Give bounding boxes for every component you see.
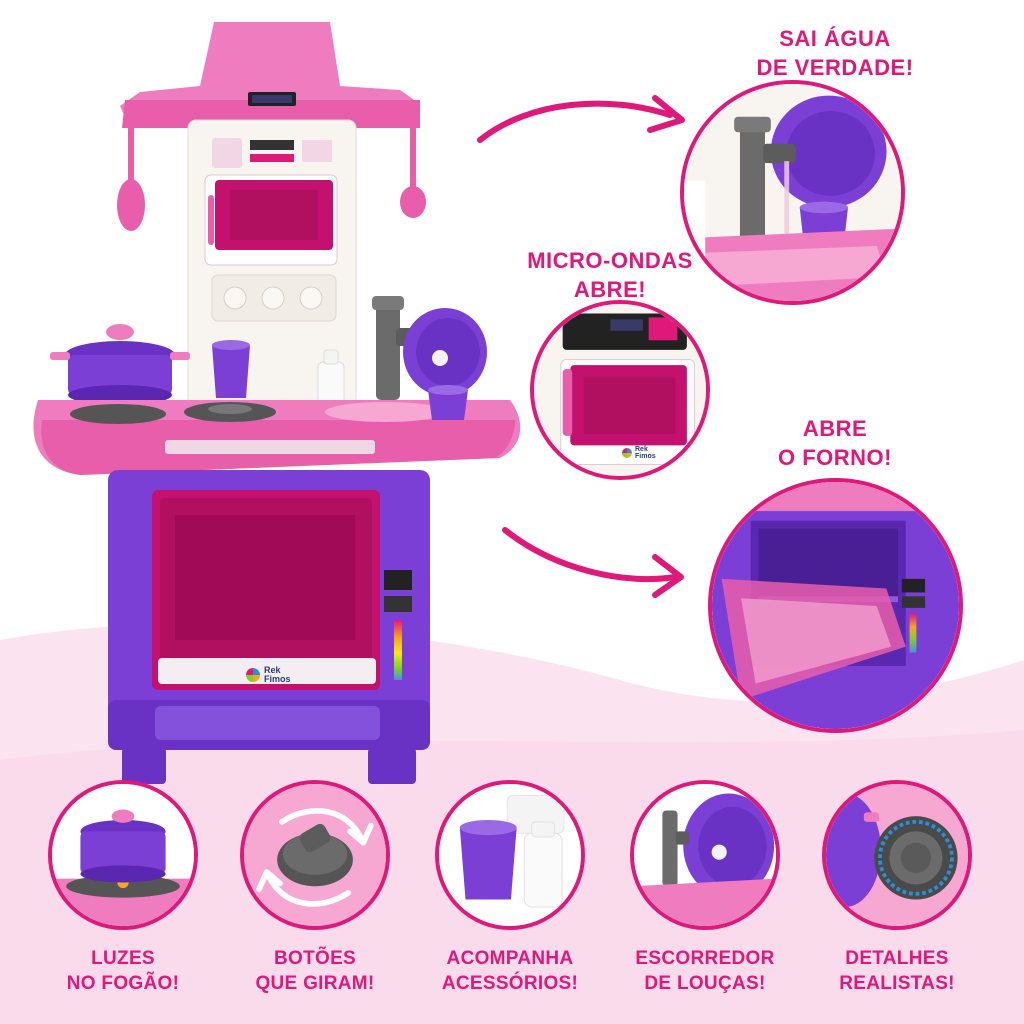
caption-line1: ACOMPANHA xyxy=(446,948,574,969)
callout-microwave-line1: MICRO-ONDAS xyxy=(527,248,693,273)
zoom-microwave xyxy=(530,300,710,480)
callout-microwave: MICRO-ONDAS ABRE! xyxy=(500,246,720,304)
hanging-utensils xyxy=(117,120,426,231)
callout-water: SAI ÁGUA DE VERDADE! xyxy=(705,24,965,82)
curved-arrow-icon xyxy=(477,95,685,143)
callout-oven-line1: ABRE xyxy=(802,416,868,441)
caption-line1: BOTÕES xyxy=(273,948,357,969)
brand-line1: Rek xyxy=(264,665,281,675)
purple-cup xyxy=(212,340,250,398)
white-bottle xyxy=(317,349,345,405)
caption-stove-lights: LUZES NO FOGÃO! xyxy=(43,946,203,996)
zoom-rotating-knob xyxy=(240,780,390,930)
zoom-water-faucet xyxy=(680,80,905,305)
callout-oven: ABRE O FORNO! xyxy=(745,414,925,472)
zoom-stove-lights xyxy=(48,780,198,930)
zoom-accessories xyxy=(435,780,585,930)
callout-microwave-line2: ABRE! xyxy=(573,277,647,302)
brand-line2: Fimos xyxy=(264,674,291,684)
caption-dish-rack: ESCORREDOR DE LOUÇAS! xyxy=(625,946,785,996)
caption-line2: REALISTAS! xyxy=(839,973,955,994)
caption-line1: DETALHES xyxy=(845,948,949,969)
curved-arrow-icon xyxy=(502,527,684,598)
dish-plate xyxy=(403,308,487,396)
zoom-open-oven xyxy=(708,478,963,733)
kitchen-hood xyxy=(120,22,420,128)
caption-realistic-details: DETALHES REALISTAS! xyxy=(817,946,977,996)
callout-water-line1: SAI ÁGUA xyxy=(779,26,891,51)
rotate-arrows-icon xyxy=(279,807,366,844)
brand-mark-icon xyxy=(622,448,632,458)
toy-kitchen xyxy=(33,22,521,784)
caption-rotating-knobs: BOTÕES QUE GIRAM! xyxy=(235,946,395,996)
zoom-microwave-brand: Rek Fimos xyxy=(622,446,656,460)
counter-top xyxy=(33,385,521,475)
caption-line2: DE LOUÇAS! xyxy=(644,973,766,994)
zoom-dish-rack xyxy=(630,780,780,930)
caption-line1: LUZES xyxy=(91,948,155,969)
kitchen-tower xyxy=(187,119,357,411)
brand-logo: Rek Fimos xyxy=(246,666,291,684)
caption-line1: ESCORREDOR xyxy=(635,948,775,969)
callout-water-line2: DE VERDADE! xyxy=(756,55,914,80)
caption-line2: QUE GIRAM! xyxy=(255,973,375,994)
brand-line1: Rek xyxy=(635,446,648,453)
oven-cabinet xyxy=(108,470,430,784)
brand-mark-icon xyxy=(246,668,260,682)
callout-oven-line2: O FORNO! xyxy=(778,445,892,470)
caption-accessories: ACOMPANHA ACESSÓRIOS! xyxy=(430,946,590,996)
caption-line2: ACESSÓRIOS! xyxy=(441,973,579,994)
caption-line2: NO FOGÃO! xyxy=(66,973,180,994)
zoom-burner-details xyxy=(822,780,972,930)
brand-line2: Fimos xyxy=(635,453,656,460)
purple-pot xyxy=(50,324,190,405)
microwave-keypad xyxy=(212,138,332,168)
